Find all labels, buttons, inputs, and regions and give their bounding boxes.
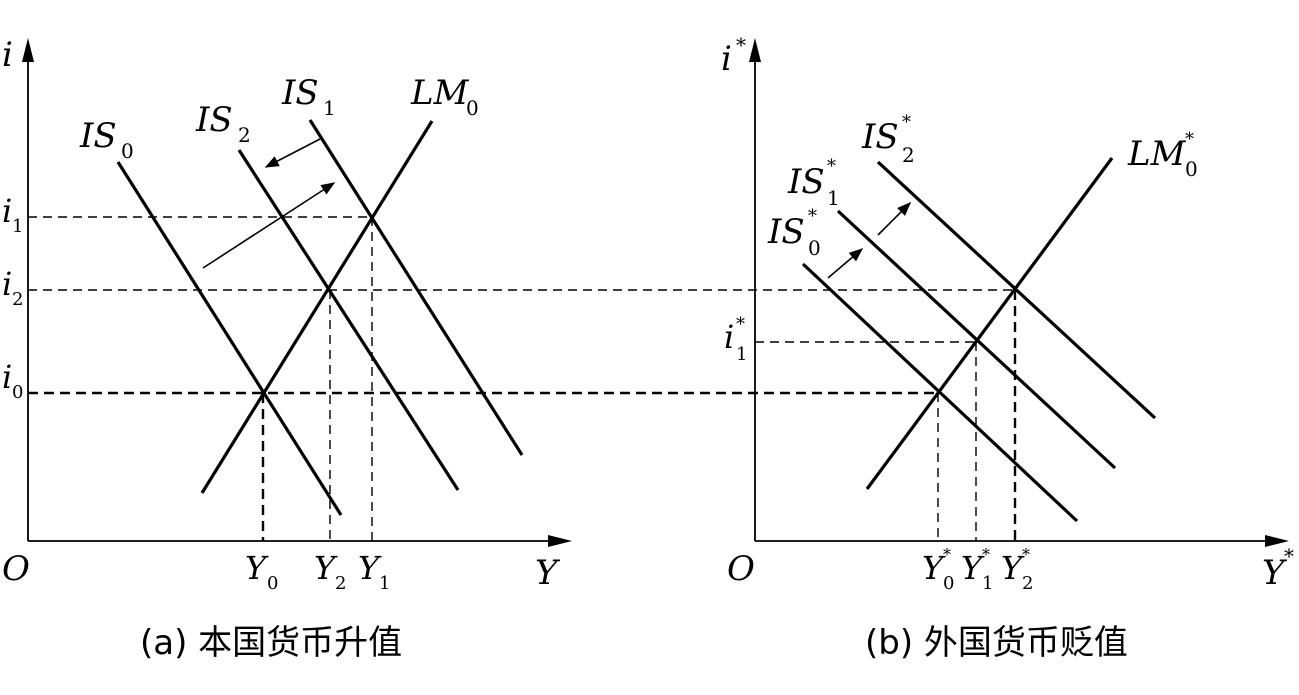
svg-text:0: 0: [1185, 157, 1198, 181]
panel-b-is2-curve: [876, 160, 1157, 420]
svg-text:*: *: [736, 314, 745, 335]
svg-text:1: 1: [827, 186, 840, 210]
panel-b-caption: (b) 外国货币贬值: [865, 623, 1128, 663]
panel-a-is0-curve: [116, 161, 343, 516]
svg-text:Y: Y: [922, 549, 946, 587]
svg-text:0: 0: [12, 382, 23, 403]
svg-text:Y: Y: [961, 549, 985, 587]
svg-text:2: 2: [12, 289, 23, 310]
svg-text:1: 1: [736, 344, 747, 365]
panel-b: i * Y * O IS * 2 IS * 1 IS * 0 LM * 0: [721, 33, 1294, 663]
panel-a-is1-curve: [308, 119, 524, 456]
svg-text:*: *: [902, 112, 911, 133]
svg-text:*: *: [1185, 129, 1194, 150]
panel-a-lm0-label: LM 0: [410, 73, 479, 120]
panel-b-lm0-label: LM * 0: [1127, 129, 1198, 181]
svg-text:2: 2: [238, 123, 251, 147]
panel-b-shift-arrow-2: [877, 202, 911, 236]
svg-text:*: *: [1022, 545, 1030, 564]
svg-text:IS: IS: [787, 162, 825, 202]
panel-b-origin: O: [727, 549, 755, 589]
svg-text:*: *: [808, 206, 817, 227]
svg-text:0: 0: [121, 139, 134, 163]
svg-text:Y: Y: [314, 549, 338, 587]
panel-a-x-arrowhead: [548, 535, 572, 547]
panel-a-y-arrowhead: [22, 38, 34, 62]
svg-text:LM: LM: [410, 73, 470, 113]
panel-b-y-arrowhead: [749, 38, 761, 62]
svg-text:*: *: [736, 33, 746, 57]
panel-a-tick-y1: Y 1: [358, 549, 390, 594]
panel-a-is2-curve: [237, 149, 460, 491]
svg-text:*: *: [1284, 544, 1294, 568]
svg-text:1: 1: [379, 573, 390, 594]
panel-a-x-axis-label: Y: [535, 553, 561, 593]
svg-text:i: i: [721, 39, 732, 79]
svg-text:i: i: [724, 318, 734, 356]
svg-text:IS: IS: [79, 116, 117, 156]
panel-b-tick-y2: Y * 2: [1001, 545, 1033, 594]
panel-b-is0-label: IS * 0: [767, 206, 821, 260]
panel-b-tick-i1: i * 1: [724, 314, 747, 365]
panel-a-caption: (a) 本国货币升值: [140, 623, 402, 663]
panel-b-is1-label: IS * 1: [787, 156, 840, 210]
svg-text:1: 1: [12, 216, 23, 237]
svg-text:i: i: [2, 265, 12, 303]
panel-b-y-axis-label: i *: [721, 33, 746, 79]
svg-text:1: 1: [982, 573, 993, 594]
panel-b-x-arrowhead: [1265, 535, 1289, 547]
svg-text:IS: IS: [195, 100, 233, 140]
svg-text:1: 1: [323, 96, 336, 120]
svg-text:0: 0: [267, 573, 278, 594]
panel-b-shift-arrow-1: [827, 248, 864, 279]
svg-text:IS: IS: [767, 212, 805, 252]
panel-a-tick-i1: i 1: [2, 192, 23, 237]
svg-text:IS: IS: [281, 73, 319, 113]
panel-a-tick-y2: Y 2: [314, 549, 346, 594]
panel-a-y-axis-label: i: [2, 35, 13, 75]
panel-b-is2-label: IS * 2: [861, 112, 915, 167]
svg-text:i: i: [2, 192, 12, 230]
svg-text:*: *: [982, 545, 990, 564]
panel-a: i Y O IS 0 IS 2 IS 1 LM 0 i 1 i 2 i: [2, 35, 1015, 663]
panel-a-is2-label: IS 2: [195, 100, 251, 147]
svg-text:Y: Y: [1001, 549, 1025, 587]
svg-text:IS: IS: [861, 117, 899, 157]
svg-text:2: 2: [335, 573, 346, 594]
svg-text:i: i: [2, 358, 12, 396]
panel-a-lm0-curve: [200, 120, 434, 494]
panel-a-tick-i2: i 2: [2, 265, 23, 310]
svg-text:*: *: [943, 545, 951, 564]
panel-a-is0-label: IS 0: [79, 116, 134, 163]
svg-text:2: 2: [1022, 573, 1033, 594]
svg-text:Y: Y: [358, 549, 382, 587]
panel-b-x-axis-label: Y *: [1262, 544, 1294, 593]
panel-a-shift-arrow-left: [264, 138, 321, 168]
svg-text:Y: Y: [1262, 553, 1288, 593]
panel-a-tick-y0: Y 0: [245, 549, 278, 594]
svg-text:Y: Y: [245, 549, 269, 587]
panel-a-tick-i0: i 0: [2, 358, 23, 403]
panel-a-shift-arrow-right: [202, 182, 336, 269]
svg-text:*: *: [827, 156, 836, 177]
svg-text:2: 2: [902, 143, 915, 167]
panel-b-lm0-curve: [865, 157, 1114, 490]
svg-text:0: 0: [943, 573, 954, 594]
panel-b-tick-y0: Y * 0: [922, 545, 954, 594]
panel-b-tick-y1: Y * 1: [961, 545, 993, 594]
svg-text:0: 0: [466, 96, 479, 120]
panel-a-is1-label: IS 1: [281, 73, 336, 120]
svg-text:0: 0: [808, 236, 821, 260]
panel-a-origin: O: [2, 549, 30, 589]
svg-text:LM: LM: [1127, 134, 1187, 174]
